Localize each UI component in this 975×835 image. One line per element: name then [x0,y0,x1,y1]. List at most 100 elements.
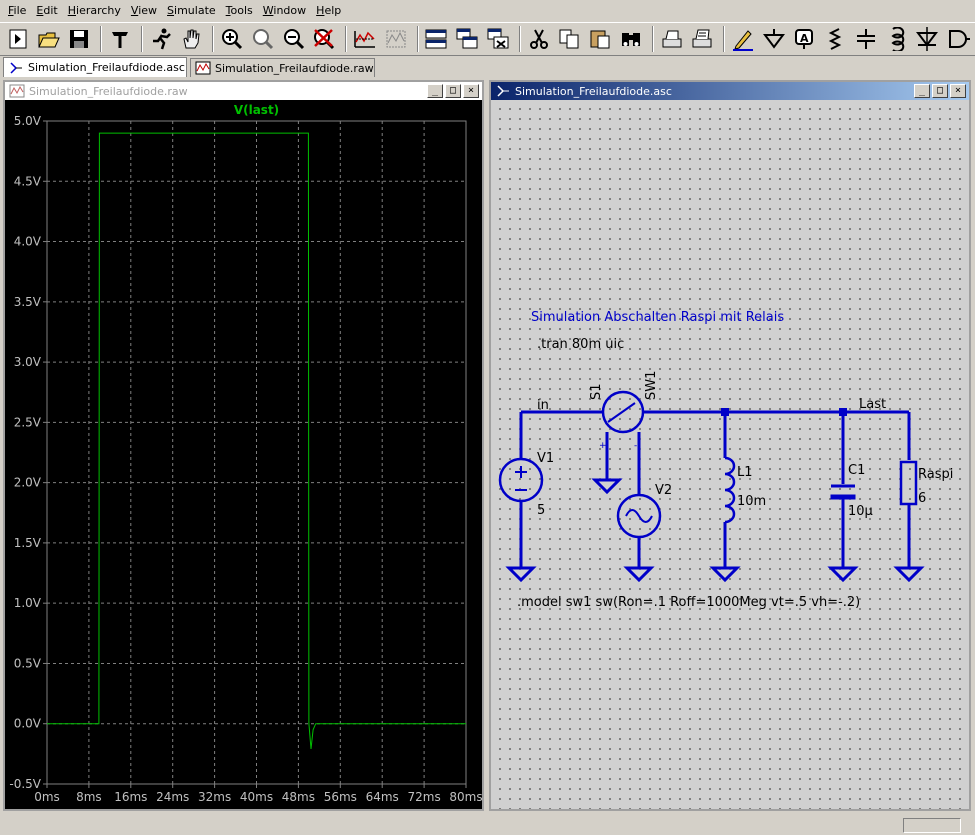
toolbar: A [0,22,975,56]
voltage-source-v1[interactable] [498,457,544,503]
minimize-button[interactable]: _ [427,84,443,98]
ground-icon [591,478,623,495]
x-tick-label: 16ms [114,790,147,804]
close-button[interactable]: × [950,84,966,98]
waveform-window-title: Simulation_Freilaufdiode.raw [29,84,188,98]
svg-text:-: - [634,441,637,451]
zoom-cancel-icon [314,29,335,50]
menu-tools[interactable]: Tools [225,4,253,17]
x-tick-label: 64ms [366,790,399,804]
waveform-window-titlebar: Simulation_Freilaufdiode.raw _ □ × [5,82,482,100]
cascade-button[interactable] [453,25,481,53]
menu-hierarchy[interactable]: Hierarchy [67,4,121,17]
toolbar-separator [212,26,215,52]
run-button[interactable] [147,25,175,53]
waveform-chart[interactable]: 5.0V4.5V4.0V3.5V3.0V2.5V2.0V1.5V1.0V0.5V… [5,100,482,809]
schematic-window-title: Simulation_Freilaufdiode.asc [515,84,672,98]
menu-edit[interactable]: Edit [36,4,58,17]
schematic-icon [10,61,22,74]
text-button[interactable] [729,25,757,53]
inductor-button[interactable] [883,25,911,53]
fft-button[interactable] [382,25,410,53]
new-schematic-button[interactable] [4,25,32,53]
save-button[interactable] [65,25,93,53]
maximize-button[interactable]: □ [445,84,461,98]
switch-s1[interactable] [601,390,645,434]
copy-button[interactable] [556,25,584,53]
document-tab-bar: Simulation_Freilaufdiode.asc Simulation_… [0,57,975,77]
halt-button[interactable] [178,25,206,53]
s1-name: S1 [589,383,604,400]
minimize-button[interactable]: _ [914,84,930,98]
menu-view[interactable]: View [130,4,158,17]
close-button[interactable]: × [463,84,479,98]
toolbar-separator [518,26,521,52]
model-directive: .model sw1 sw(Ron=.1 Roff=1000Meg vt=.5 … [517,595,860,610]
zoom-out-button[interactable] [280,25,308,53]
label-icon: A [795,29,814,49]
toolbar-separator [140,26,143,52]
paste-button[interactable] [586,25,614,53]
zoom-full-button[interactable] [249,25,277,53]
print-setup-button[interactable] [658,25,686,53]
tab-schematic[interactable]: Simulation_Freilaufdiode.asc [3,57,187,77]
menu-help[interactable]: Help [316,4,342,17]
open-button[interactable] [35,25,63,53]
x-tick-label: 32ms [198,790,231,804]
component-button[interactable] [944,25,972,53]
zoom-in-button[interactable] [218,25,246,53]
open-icon [37,32,60,48]
tab-waveform-label: Simulation_Freilaufdiode.raw [215,61,374,75]
v2-name: V2 [655,483,672,498]
new-schematic-icon [9,29,27,49]
paste-icon [590,30,610,49]
maximize-button[interactable]: □ [932,84,948,98]
menu-file[interactable]: File [8,4,27,17]
tab-waveform[interactable]: Simulation_Freilaufdiode.raw [190,58,375,77]
x-tick-label: 48ms [282,790,315,804]
print-button[interactable] [688,25,716,53]
toolbar-separator [723,26,726,52]
control-panel-button[interactable] [106,25,134,53]
text-icon [732,30,753,51]
net-label-in: in [537,398,549,413]
find-button[interactable] [617,25,645,53]
y-tick-label: 4.0V [14,235,42,249]
autorange-icon [354,31,376,48]
chart-title: V(last) [234,103,279,117]
y-tick-label: 0.5V [14,656,42,670]
y-tick-label: 1.0V [14,596,42,610]
x-tick-label: 8ms [76,790,102,804]
zoom-cancel-button[interactable] [310,25,338,53]
l1-value: 10m [737,494,766,509]
capacitor-button[interactable] [852,25,880,53]
save-icon [70,30,89,48]
toolbar-separator [651,26,654,52]
autorange-button[interactable] [351,25,379,53]
x-tick-label: 40ms [240,790,273,804]
v1-value: 5 [537,503,545,518]
x-tick-label: 56ms [324,790,357,804]
ground-icon [827,566,859,583]
diode-button[interactable] [913,25,941,53]
ground-icon [623,566,655,583]
resistor-raspi[interactable] [899,460,918,506]
schematic-drawing[interactable]: Simulation Abschalten Raspi mit Relais .… [491,100,969,809]
menu-simulate[interactable]: Simulate [167,4,216,17]
diode-icon [916,27,939,51]
menu-window[interactable]: Window [262,4,307,17]
component-icon [948,30,970,48]
toolbar-separator [416,26,419,52]
y-tick-label: -0.5V [9,777,41,791]
ground-button[interactable] [760,25,788,53]
inductor-l1[interactable] [724,456,736,524]
tile-horizontal-button[interactable] [423,25,451,53]
schematic-canvas[interactable]: Simulation Abschalten Raspi mit Relais .… [491,100,969,809]
resistor-button[interactable] [821,25,849,53]
label-button[interactable]: A [791,25,819,53]
cut-button[interactable] [525,25,553,53]
close-window-button[interactable] [484,25,512,53]
schematic-icon [497,85,509,97]
